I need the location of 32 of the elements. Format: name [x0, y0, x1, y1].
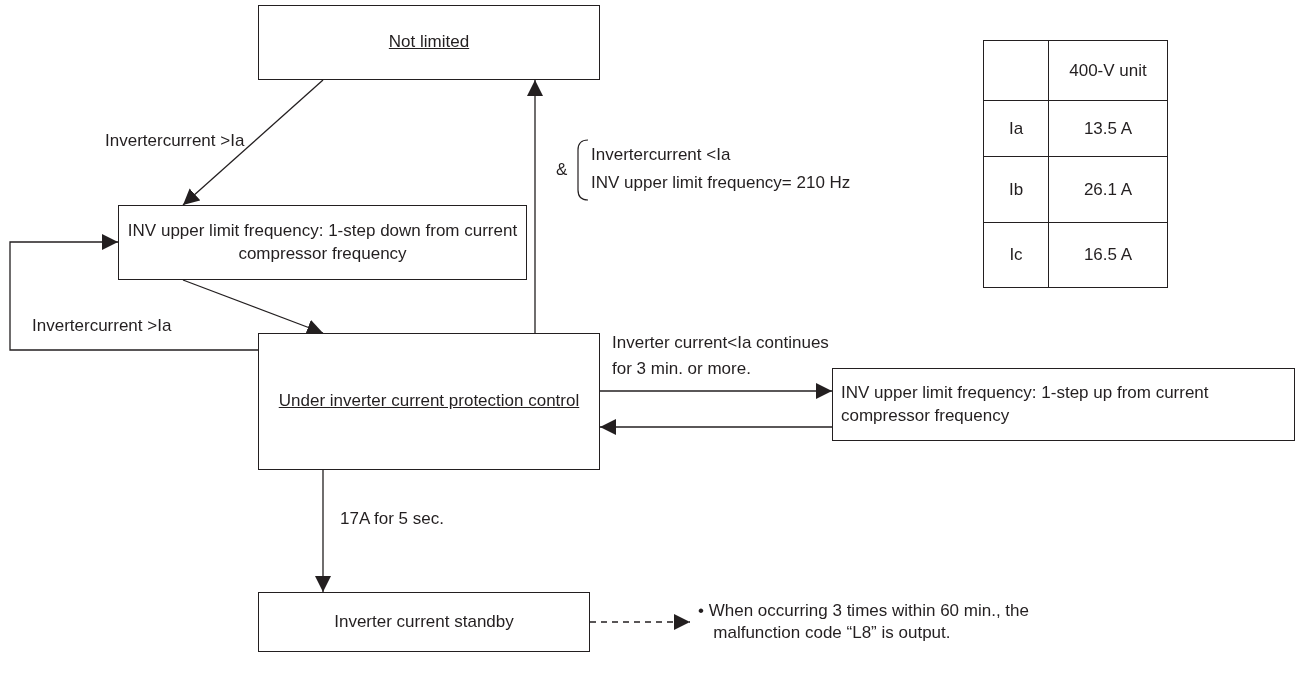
state-label: Not limited [388, 31, 470, 54]
state-box [258, 592, 590, 652]
state-box [118, 205, 527, 280]
arrow [527, 79, 543, 334]
edge-label: Inverter current<Ia continues for 3 min. or more. [612, 332, 830, 381]
state-label: INV upper limit frequency: 1-step down from current compressor frequency [127, 220, 518, 265]
state-label: Under inverter current protection control [278, 390, 580, 413]
value-cell: 26.1 A [1048, 156, 1168, 223]
arrow [589, 614, 691, 630]
row-header: Ia [983, 100, 1049, 157]
state-box [832, 368, 1295, 441]
row-header: Ib [983, 156, 1049, 223]
arrow [9, 234, 259, 351]
condition-text: Invertercurrent <Ia [591, 144, 731, 166]
state-box [258, 5, 600, 80]
state-box [258, 333, 600, 470]
edge-label: Invertercurrent >Ia [32, 315, 173, 337]
row-header: Ic [983, 222, 1049, 288]
value-cell: 16.5 A [1048, 222, 1168, 288]
arrow [599, 383, 833, 399]
state-label: INV upper limit frequency: 1-step up from current compressor frequency [841, 382, 1210, 427]
column-header: 400-V unit [1048, 40, 1168, 101]
arrow [182, 79, 324, 206]
arrow [315, 469, 331, 593]
condition-text: INV upper limit frequency= 210 Hz [591, 172, 851, 194]
value-cell: 13.5 A [1048, 100, 1168, 157]
arrow [182, 279, 324, 335]
edge-label: Invertercurrent >Ia [105, 130, 246, 152]
condition-symbol: & [556, 159, 568, 181]
state-label: Inverter current standby [334, 610, 514, 633]
arrow [599, 419, 833, 435]
edge-label: 17A for 5 sec. [340, 508, 445, 530]
